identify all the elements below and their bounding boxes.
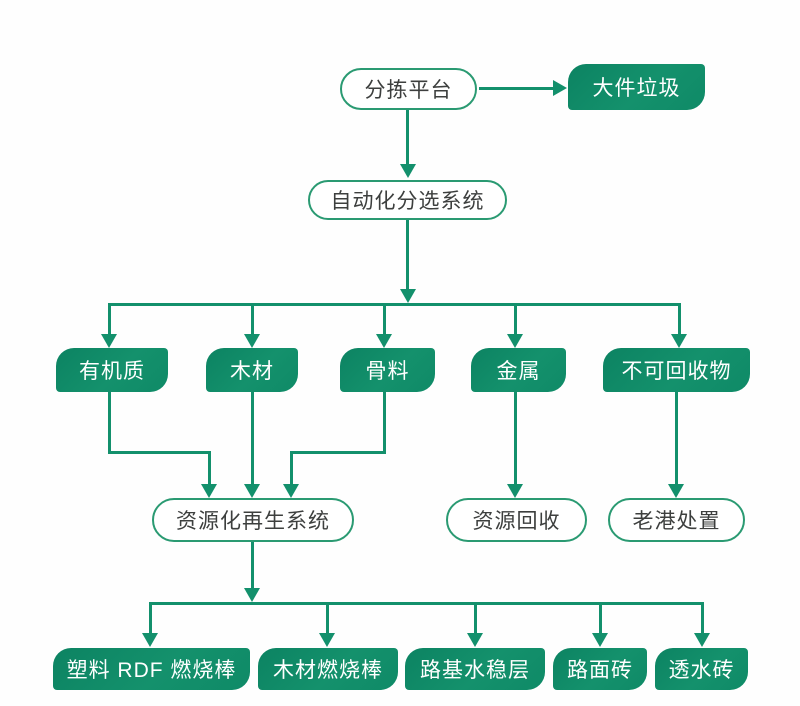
edge-organic-arrowhead-icon	[201, 484, 217, 498]
edge-branch2-drop-permeable-line	[701, 602, 704, 634]
edge-branch2-drop-roadbed-line	[474, 602, 477, 634]
edge-branch2-drop-permeable-arrowhead-icon	[694, 633, 710, 647]
node-resource-regeneration-system: 资源化再生系统	[152, 498, 354, 542]
edge-platform-to-bulky-line	[479, 87, 553, 90]
edge-branch1-drop-nonrecyclable-line	[678, 303, 681, 335]
node-wood-burning-rod: 木材燃烧棒	[258, 648, 398, 690]
node-resource-recovery: 资源回收	[446, 498, 587, 542]
edge-aggregate-arrowhead-icon	[283, 484, 299, 498]
edge-organic-drop-line	[208, 451, 211, 485]
edge-aggregate-drop-line	[290, 451, 293, 485]
edge-branch1-drop-wood-arrowhead-icon	[244, 334, 260, 348]
edge-organic-elbow-line	[108, 451, 211, 454]
edge-metal-down-line	[514, 392, 517, 484]
edge-branch1-drop-metal-arrowhead-icon	[507, 334, 523, 348]
edge-branch1-drop-wood-line	[251, 303, 254, 335]
node-auto-sorting-system: 自动化分选系统	[308, 180, 507, 220]
edge-regen-stem-line	[251, 542, 254, 589]
edge-branch2-drop-pavement-arrowhead-icon	[592, 633, 608, 647]
edge-branch1-drop-organic-arrowhead-icon	[101, 334, 117, 348]
edge-branch2-drop-pavement-line	[599, 602, 602, 634]
edge-branch1-rail-line	[108, 303, 681, 306]
node-aggregate: 骨料	[340, 348, 435, 392]
edge-branch1-drop-metal-line	[514, 303, 517, 335]
node-wood: 木材	[206, 348, 298, 392]
edge-branch1-drop-nonrecyclable-arrowhead-icon	[671, 334, 687, 348]
edge-branch2-drop-woodrod-line	[326, 602, 329, 634]
edge-wood-down-line	[251, 392, 254, 484]
edge-branch2-drop-rdf-arrowhead-icon	[142, 633, 158, 647]
edge-regen-stem-arrowhead-icon	[244, 588, 260, 602]
edge-autosort-stem-arrowhead-icon	[400, 289, 416, 303]
node-organic-matter: 有机质	[56, 348, 168, 392]
node-sorting-platform: 分拣平台	[340, 68, 477, 110]
node-pavement-brick: 路面砖	[553, 648, 647, 690]
edge-branch2-rail-line	[149, 602, 704, 605]
edge-nonrecyclable-arrowhead-icon	[668, 484, 684, 498]
node-non-recyclable: 不可回收物	[603, 348, 750, 392]
node-laogang-disposal: 老港处置	[608, 498, 745, 542]
node-metal: 金属	[471, 348, 566, 392]
node-bulky-waste: 大件垃圾	[568, 64, 705, 110]
edge-branch1-drop-organic-line	[108, 303, 111, 335]
node-permeable-brick: 透水砖	[655, 648, 748, 690]
node-plastic-rdf-rod: 塑料 RDF 燃烧棒	[53, 648, 250, 690]
node-roadbed-stable-layer: 路基水稳层	[405, 648, 545, 690]
edge-aggregate-elbow-line	[290, 451, 386, 454]
edge-autosort-stem-line	[406, 220, 409, 289]
edge-metal-arrowhead-icon	[507, 484, 523, 498]
edge-branch2-drop-rdf-line	[149, 602, 152, 634]
edge-wood-arrowhead-icon	[244, 484, 260, 498]
edge-organic-down-line	[108, 392, 111, 454]
edge-branch2-drop-roadbed-arrowhead-icon	[467, 633, 483, 647]
edge-branch1-drop-aggregate-arrowhead-icon	[376, 334, 392, 348]
edge-branch2-drop-woodrod-arrowhead-icon	[319, 633, 335, 647]
edge-platform-to-autosort-line	[406, 110, 409, 164]
edge-nonrecyclable-down-line	[675, 392, 678, 484]
edge-branch1-drop-aggregate-line	[383, 303, 386, 335]
edge-platform-to-bulky-arrowhead-icon	[553, 80, 567, 96]
edge-platform-to-autosort-arrowhead-icon	[400, 164, 416, 178]
edge-aggregate-down-line	[383, 392, 386, 454]
